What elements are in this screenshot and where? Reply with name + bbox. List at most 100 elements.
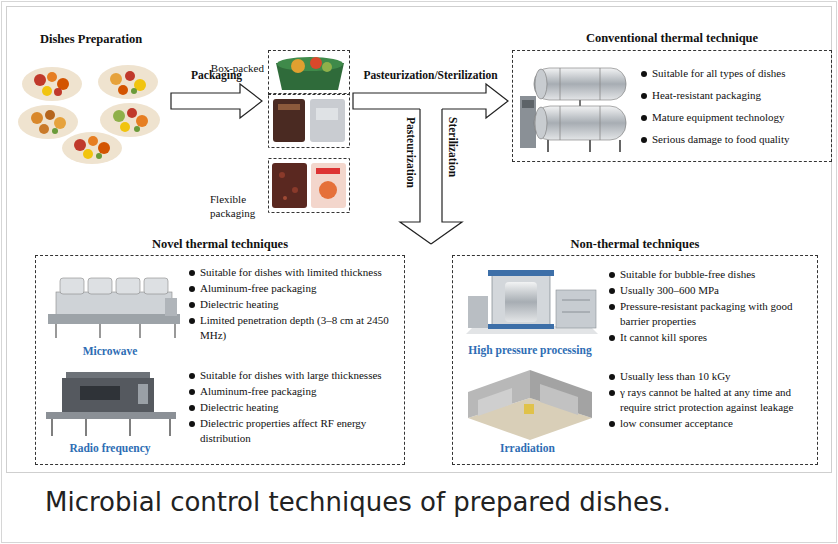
illustration-shape: [560, 68, 561, 100]
illustration-shape: [316, 108, 338, 120]
technique-name: Radio frequency: [45, 442, 175, 456]
dashed-box: Non-thermal techniquesHigh pressure proc…: [452, 255, 818, 465]
group-region: Flexible packaging: [268, 93, 350, 213]
illustration-shape: [562, 300, 590, 301]
box-pack-picture: [276, 57, 344, 90]
illustration-shape: [279, 172, 285, 178]
bullet-text: Usually less than 10 kGy: [608, 369, 814, 384]
illustration-shape: [131, 88, 137, 94]
illustration-shape: [277, 57, 343, 71]
flow-arrow: [171, 84, 262, 118]
illustration-shape: [52, 128, 58, 134]
figure-caption: Microbial control techniques of prepared…: [45, 487, 671, 518]
illustration-shape: [54, 88, 62, 96]
illustration-shape: [283, 196, 287, 200]
illustration-shape: [600, 68, 601, 100]
illustration-shape: [468, 296, 488, 328]
bullet-list: Suitable for bubble-free dishesUsually 3…: [608, 267, 814, 346]
illustration-shape: [556, 290, 596, 328]
illustration-shape: [534, 68, 626, 100]
bullet-list: Suitable for dishes with large thickness…: [188, 368, 401, 447]
illustration-shape: [310, 99, 345, 142]
bullet-text: low consumer acceptance: [608, 416, 814, 431]
bullet-list: Usually less than 10 kGyγ rays cannot be…: [608, 369, 814, 432]
illustration-shape: [120, 122, 130, 132]
radio-frequency-machine: [46, 372, 176, 436]
illustration-shape: [619, 140, 621, 152]
bullet-text: Aluminum-free packaging: [188, 281, 401, 296]
technique-name: High pressure processing: [455, 344, 605, 358]
illustration-shape: [468, 370, 530, 418]
illustration-shape: [291, 59, 305, 73]
bullet-text: Aluminum-free packaging: [188, 384, 401, 399]
technique-name: Irradiation: [455, 442, 600, 456]
illustration-shape: [579, 100, 581, 106]
bullet-text: Suitable for dishes with limited thickne…: [188, 265, 401, 280]
bullet-text: Pressure-resistant packaging with good b…: [608, 299, 814, 329]
bullet-text: Suitable for bubble-free dishes: [608, 267, 814, 282]
retort-picture: [520, 68, 626, 152]
illustration-shape: [269, 94, 350, 148]
heading-text: Dishes Preparation: [15, 32, 167, 47]
bullet-text: Dielectric heating: [188, 400, 401, 415]
illustration-shape: [48, 314, 180, 324]
illustration-shape: [39, 124, 49, 134]
illustration-shape: [45, 110, 55, 120]
bullet-text: γ rays cannot be halted at any time and …: [608, 385, 814, 415]
flow-arrow: [431, 109, 462, 244]
illustration-shape: [562, 312, 590, 313]
illustration-shape: [134, 126, 140, 132]
flow-arrow: [400, 109, 431, 244]
illustration-shape: [273, 99, 305, 142]
illustration-shape: [125, 71, 135, 81]
illustration-shape: [127, 108, 137, 118]
illustration-shape: [136, 115, 148, 127]
illustration-shape: [55, 324, 57, 338]
bullet-text: Heat-resistant packaging: [640, 88, 828, 103]
illustration-shape: [600, 106, 601, 140]
illustration-shape: [116, 278, 140, 294]
illustration-shape: [99, 324, 101, 338]
illustration-shape: [34, 74, 46, 86]
flow-arrow: [353, 84, 508, 118]
illustration-shape: [74, 139, 86, 151]
illustration-shape: [488, 270, 554, 276]
illustration-shape: [56, 292, 172, 316]
illustration-shape: [269, 159, 350, 213]
edge-label: Pasteurization/Sterilization: [364, 69, 498, 83]
heading-text: Conventional thermal technique: [512, 31, 832, 46]
illustration-shape: [18, 105, 78, 139]
illustration-shape: [138, 384, 148, 404]
illustration-shape: [80, 386, 120, 400]
illustration-shape: [322, 62, 332, 72]
bullet-text: Suitable for all types of dishes: [640, 66, 828, 81]
illustration-shape: [535, 107, 547, 139]
illustration-shape: [54, 117, 66, 129]
bullet-text: Mature equipment technology: [640, 110, 828, 125]
illustration-shape: [98, 65, 158, 99]
illustration-shape: [311, 163, 346, 208]
edge-label: Packaging: [191, 69, 242, 83]
bullet-text: It cannot kill spores: [608, 330, 814, 345]
bullet-text: Suitable for dishes with large thickness…: [188, 368, 401, 383]
group-region: Irradiation Usually less than 10 kGyγ ray…: [456, 362, 814, 458]
illustration-shape: [22, 67, 82, 101]
bullet-text: Dielectric heating: [188, 297, 401, 312]
illustration-shape: [98, 142, 110, 154]
edge-label: Pasteurization: [403, 117, 417, 188]
illustration-shape: [560, 106, 561, 140]
edge-label: Sterilization: [445, 117, 459, 177]
illustration-shape: [520, 96, 536, 148]
illustration-shape: [51, 419, 53, 436]
illustration-shape: [524, 404, 534, 414]
illustration-shape: [535, 69, 547, 99]
illustration-shape: [31, 112, 43, 124]
illustration-shape: [110, 73, 122, 85]
illustration-shape: [85, 419, 87, 436]
illustration-shape: [144, 278, 168, 294]
group-region: MicrowaveSuitable for dishes with limite…: [40, 262, 402, 360]
illustration-shape: [478, 388, 512, 416]
illustration-shape: [530, 370, 592, 418]
